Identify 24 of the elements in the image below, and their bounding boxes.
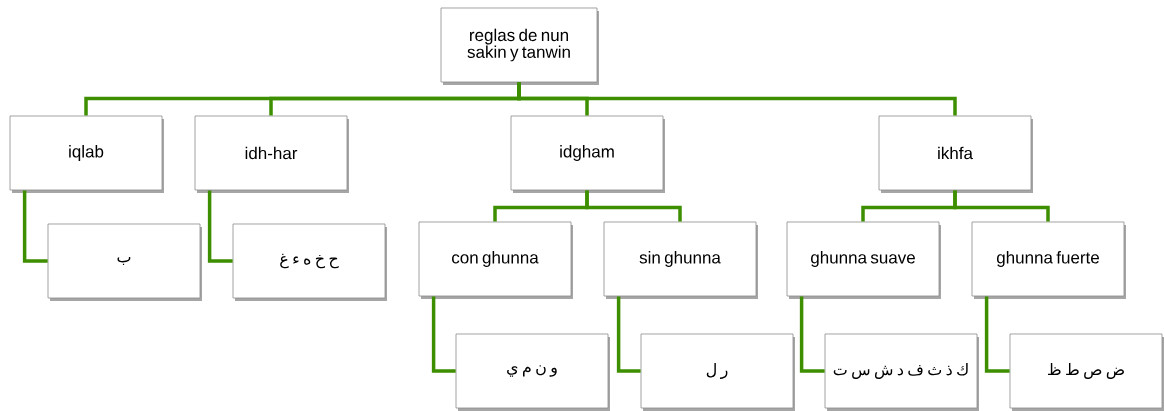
text-box: غ ء ه خ ح [232, 223, 387, 301]
connector-line [585, 190, 682, 222]
text-box: idgham [510, 115, 665, 193]
connector-line [953, 190, 1050, 222]
connector-line [431, 296, 456, 373]
connector-line [616, 296, 641, 373]
text-box: ت س ش د ف ث ذ ك [824, 333, 979, 411]
text-box: ي م ن و [455, 333, 610, 411]
connector-line [207, 190, 233, 263]
text-box: idh-har [194, 115, 349, 193]
text-box: ghunna suave [786, 221, 941, 299]
text-box: iqlab [9, 115, 164, 193]
text-box: ikhfa [878, 115, 1033, 193]
connector-line [799, 296, 825, 373]
text-box: con ghunna [418, 221, 573, 299]
text-box: ل ر [640, 333, 795, 411]
text-box: sin ghunna [603, 221, 758, 299]
text-box: ظ ط ص ض [1009, 333, 1164, 411]
connector-line [517, 82, 957, 116]
text-box: ب [47, 223, 202, 301]
text-box: reglas de nun sakin y tanwin [440, 7, 599, 85]
text-box: ghunna fuerte [971, 221, 1126, 299]
connector-line [984, 296, 1010, 373]
connector-line [22, 190, 48, 263]
